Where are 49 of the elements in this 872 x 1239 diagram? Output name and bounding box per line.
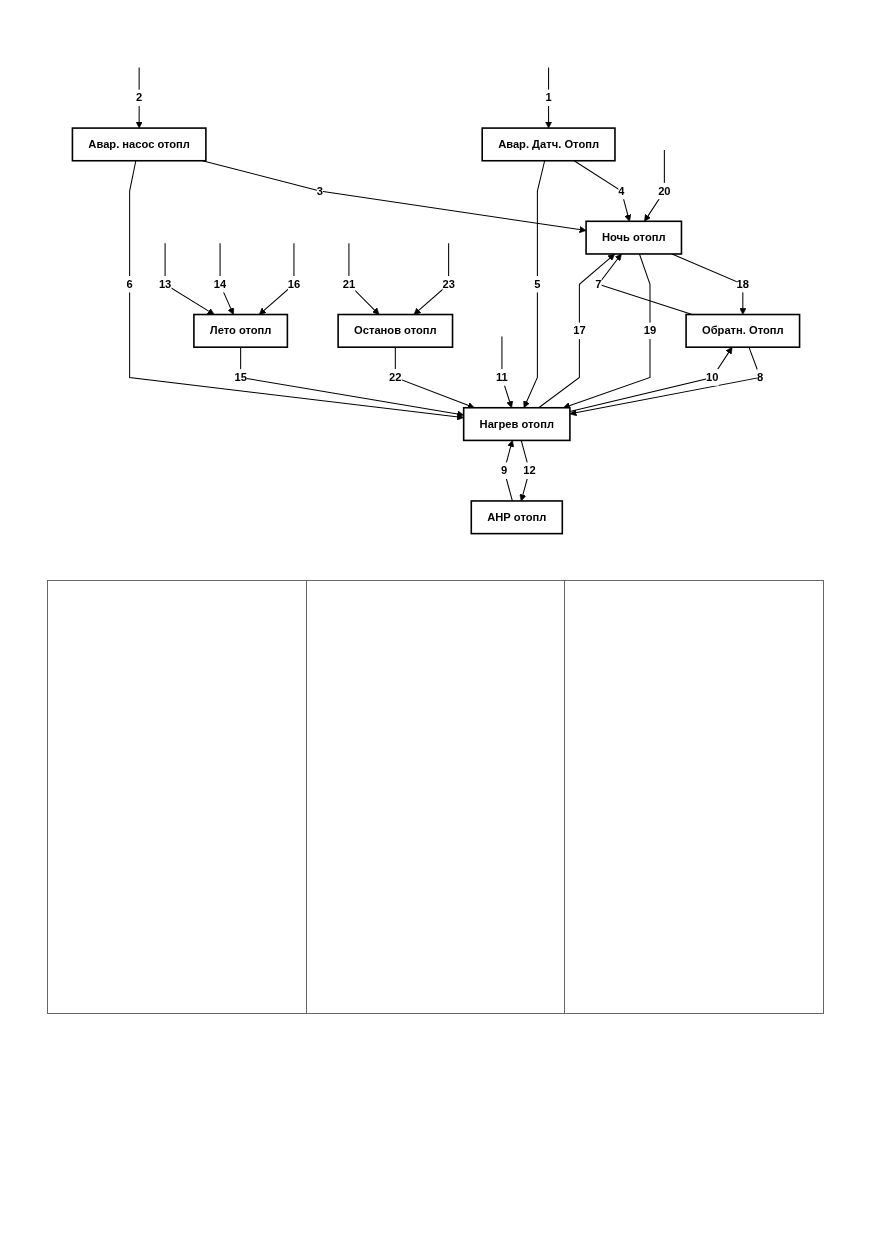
arrow — [573, 160, 632, 222]
arrow — [519, 439, 530, 502]
arrow — [569, 346, 733, 412]
edge-label: 22 — [389, 370, 402, 384]
arrow — [219, 242, 235, 315]
edge-label: 13 — [158, 277, 172, 291]
edge-label: 8 — [757, 370, 764, 384]
arrow — [563, 253, 651, 409]
arrow — [394, 346, 475, 409]
edge-label: 1 — [545, 91, 552, 104]
arrow — [671, 253, 747, 315]
edge-label: 17 — [573, 324, 586, 337]
arrow — [164, 242, 215, 315]
edge-label: 2 — [136, 91, 143, 104]
arrow — [259, 242, 295, 315]
edge-label: 21 — [342, 277, 356, 291]
node-box: Ночь отопл — [585, 220, 683, 255]
edge-label: 15 — [234, 370, 247, 384]
arrow — [135, 67, 143, 129]
edge-label: 7 — [595, 277, 602, 291]
arrow — [545, 67, 553, 129]
edge-label: 14 — [213, 277, 227, 291]
node-box: Нагрев отопл — [462, 406, 571, 442]
node-box: Авар. насос отопл — [71, 127, 207, 162]
node-box: Останов отопл — [337, 313, 454, 348]
edge-label: 16 — [287, 277, 301, 291]
arrow — [523, 160, 546, 409]
edge-label: 23 — [442, 277, 455, 291]
arrow — [538, 253, 616, 409]
edge-label: 5 — [534, 277, 541, 291]
arrow — [129, 160, 464, 421]
node-box: Лето отопл — [193, 313, 289, 348]
arrow — [501, 335, 513, 409]
node-box: Авар. Датч. Отопл — [481, 127, 616, 162]
edge-label: 19 — [643, 324, 657, 337]
node-box: Обратн. Отопл — [685, 313, 801, 348]
arrow — [413, 242, 450, 315]
edge-label: 6 — [126, 277, 133, 291]
edge-label: 18 — [736, 277, 750, 291]
edge-label: 9 — [501, 463, 508, 477]
edge-label: 4 — [618, 184, 625, 197]
edge-label: 20 — [658, 184, 671, 197]
arrow — [240, 346, 464, 418]
arrow — [348, 242, 380, 315]
edge-label: 12 — [523, 463, 536, 477]
edge-label: 3 — [316, 184, 323, 197]
edge-label: 10 — [706, 370, 719, 384]
edge-label: 11 — [496, 370, 508, 384]
node-box: АНР отопл — [470, 500, 564, 535]
